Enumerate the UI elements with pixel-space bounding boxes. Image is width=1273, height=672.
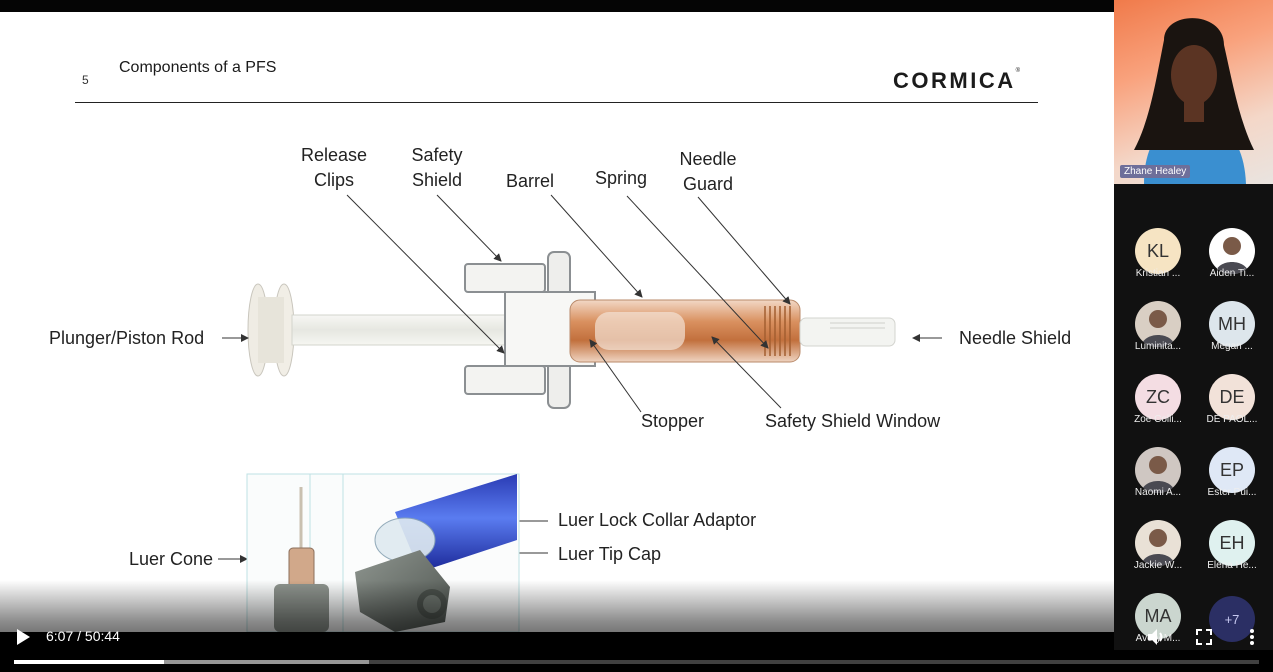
label-needle-shield: Needle Shield bbox=[959, 328, 1072, 348]
participant-name: Elena He... bbox=[1207, 560, 1257, 571]
video-controls-overlay bbox=[0, 580, 1114, 672]
stopper bbox=[595, 312, 685, 350]
progress-bar[interactable] bbox=[14, 660, 1259, 664]
kebab-menu-icon bbox=[1250, 629, 1254, 645]
participant-name: Aiden Ti... bbox=[1209, 268, 1255, 279]
participant-name: Jackie W... bbox=[1133, 560, 1183, 571]
more-options-button[interactable] bbox=[1242, 627, 1262, 647]
label-safety-shield-window: Safety Shield Window bbox=[765, 411, 941, 431]
participant-initials: ZC bbox=[1135, 374, 1181, 420]
participant-name: Ester Pui... bbox=[1207, 487, 1257, 498]
more-participants-tile[interactable]: +7 bbox=[1195, 596, 1269, 666]
participant-initials: MA bbox=[1135, 593, 1181, 639]
participant-tile[interactable]: Aiden Ti... bbox=[1195, 228, 1269, 298]
label-stopper: Stopper bbox=[641, 411, 705, 431]
active-speaker-video[interactable]: Zhane Healey bbox=[1114, 0, 1273, 184]
slide-title: Components of a PFS bbox=[119, 59, 277, 76]
time-display: 6:07 / 50:44 bbox=[46, 628, 120, 644]
plunger-head bbox=[247, 283, 295, 377]
volume-icon bbox=[1148, 629, 1163, 645]
needle-shield-ribs bbox=[830, 322, 885, 329]
participant-name: Kristian ... bbox=[1135, 268, 1181, 279]
progress-buffered bbox=[14, 660, 369, 664]
label-spring: Spring bbox=[594, 168, 648, 188]
label-luer-lock-collar: Luer Lock Collar Adaptor bbox=[558, 510, 757, 530]
progress-played bbox=[14, 660, 165, 664]
participant-initials: EP bbox=[1209, 447, 1255, 493]
pfs-diagram bbox=[218, 194, 942, 632]
top-bar bbox=[0, 0, 1114, 12]
participant-initials: KL bbox=[1135, 228, 1181, 274]
participant-name: Megan ... bbox=[1211, 341, 1253, 352]
participant-tile[interactable]: Jackie W... bbox=[1121, 520, 1195, 590]
participant-tile[interactable]: Luminita... bbox=[1121, 301, 1195, 371]
participant-photo bbox=[1135, 520, 1181, 566]
label-barrel: Barrel bbox=[505, 171, 554, 191]
participant-initials: EH bbox=[1209, 520, 1255, 566]
title-divider bbox=[75, 102, 1038, 103]
participant-initials: MH bbox=[1209, 301, 1255, 347]
participant-name: DE PAOL... bbox=[1206, 414, 1258, 425]
participant-tile[interactable]: Naomi A... bbox=[1121, 447, 1195, 517]
avatar-photo-icon bbox=[1141, 456, 1175, 493]
piston-rod bbox=[291, 314, 523, 346]
speaker-name-tag: Zhane Healey bbox=[1120, 165, 1191, 178]
play-button[interactable] bbox=[14, 628, 32, 646]
presentation-slide: 5 Components of a PFS CORMICA® bbox=[0, 12, 1114, 632]
label-luer-tip-cap: Luer Tip Cap bbox=[558, 544, 662, 564]
avatar-photo-icon bbox=[1141, 529, 1175, 566]
label-luer-cone: Luer Cone bbox=[129, 549, 214, 569]
label-plunger-rod: Plunger/Piston Rod bbox=[49, 328, 205, 348]
avatar-photo-icon bbox=[1141, 310, 1175, 347]
participant-initials: DE bbox=[1209, 374, 1255, 420]
more-participants-count[interactable]: +7 bbox=[1209, 596, 1255, 642]
fullscreen-button[interactable] bbox=[1194, 627, 1214, 647]
play-icon bbox=[17, 629, 30, 645]
volume-button[interactable] bbox=[1146, 627, 1166, 647]
participant-name: Avery M... bbox=[1135, 633, 1181, 644]
avatar-photo-icon bbox=[1215, 237, 1249, 274]
needle-shield bbox=[799, 317, 896, 347]
participant-name: Luminita... bbox=[1134, 341, 1182, 352]
speaker-silhouette bbox=[1134, 18, 1254, 184]
slide-number: 5 bbox=[82, 73, 89, 87]
participant-photo bbox=[1135, 301, 1181, 347]
fullscreen-icon bbox=[1196, 629, 1212, 645]
participant-photo bbox=[1135, 447, 1181, 493]
participant-name: Zoe Colli... bbox=[1134, 414, 1182, 425]
cormica-logo: CORMICA® bbox=[893, 68, 1021, 93]
participant-photo bbox=[1209, 228, 1255, 274]
participant-name: Naomi A... bbox=[1134, 487, 1182, 498]
